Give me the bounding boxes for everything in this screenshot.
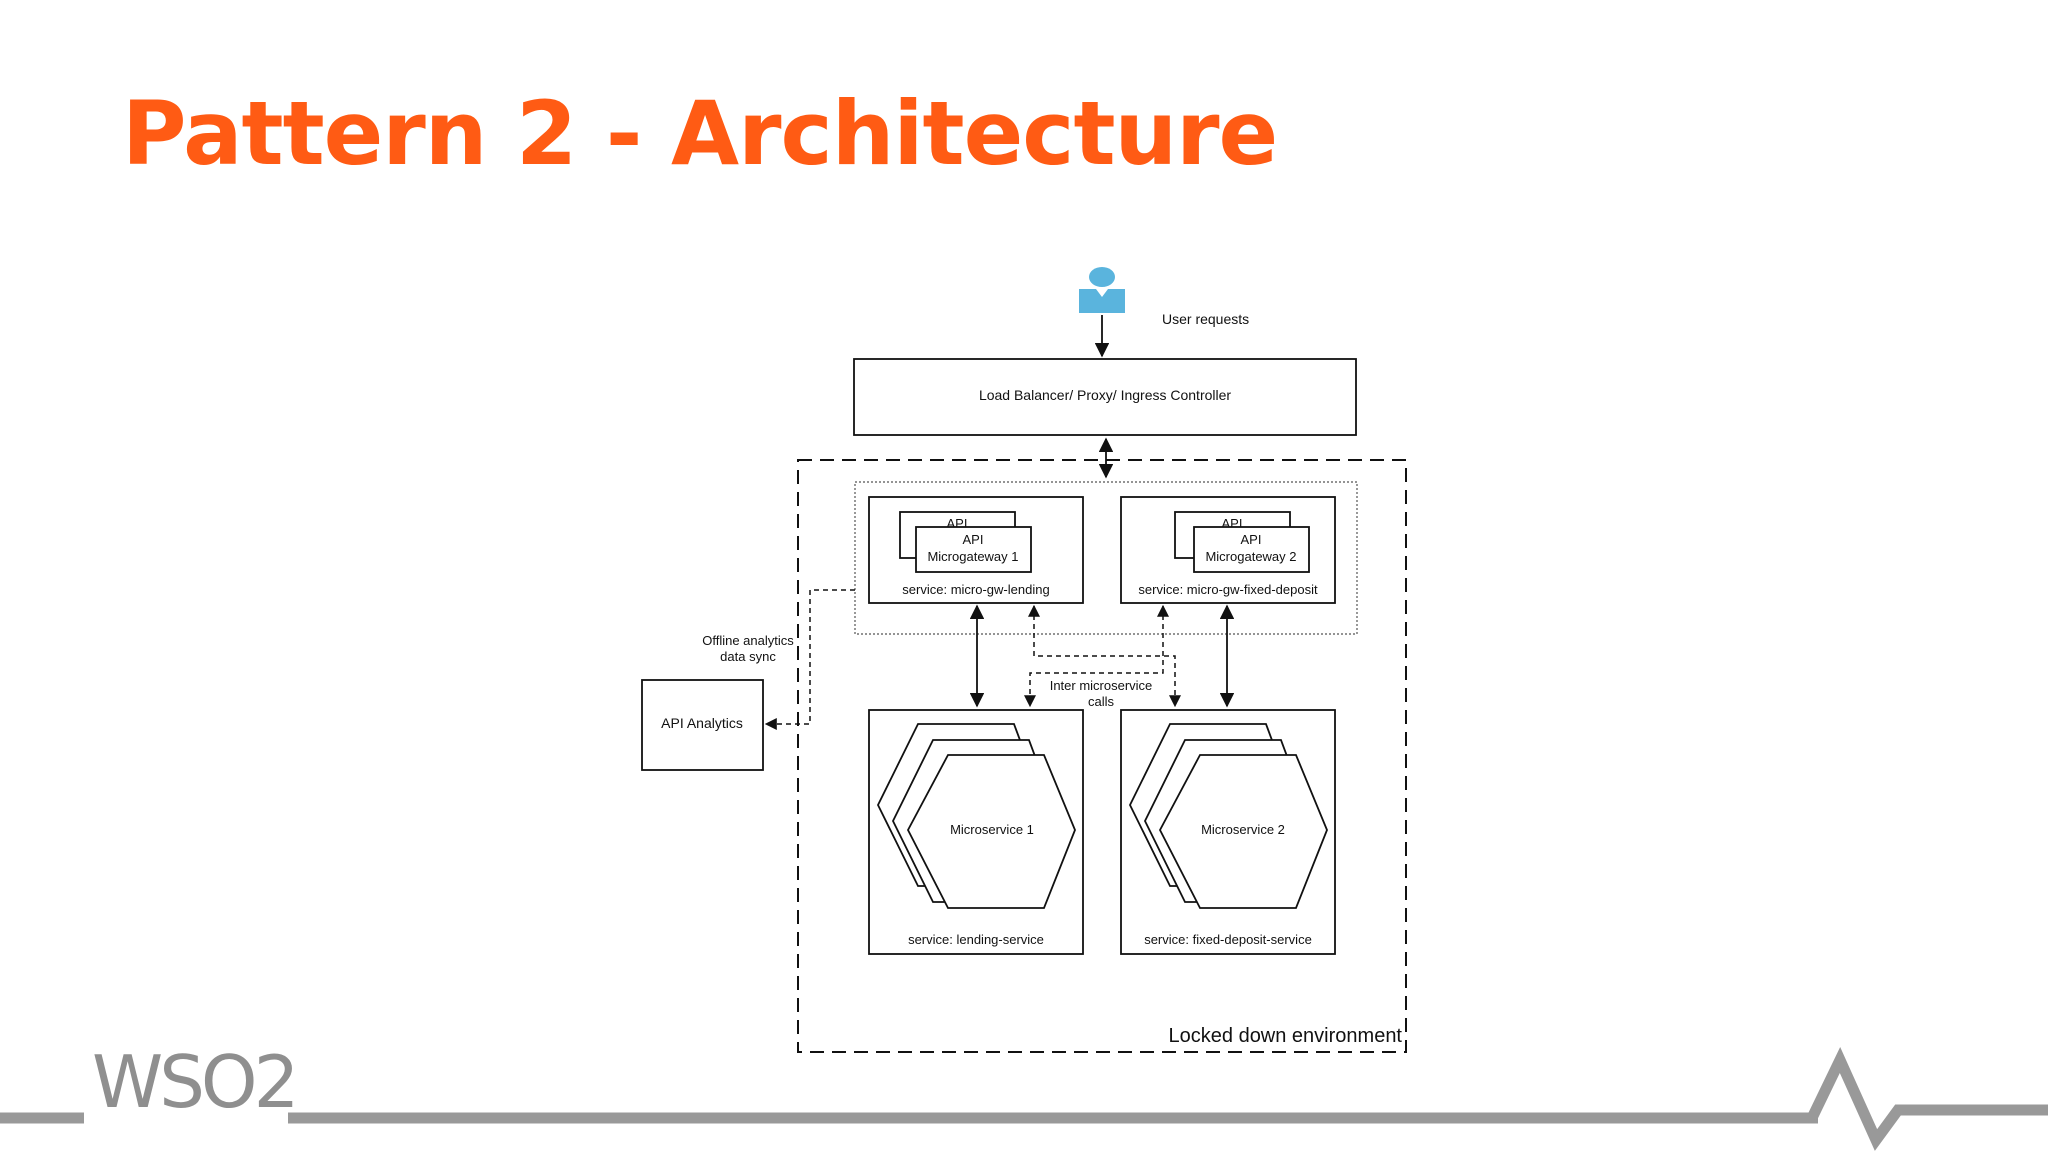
microservice-2-box: Microservice 2 service: fixed-deposit-se… <box>1120 709 1336 955</box>
api-analytics-box: API Analytics <box>641 679 764 771</box>
inter-calls-line2: calls <box>1088 694 1115 709</box>
microservice-1-label: Microservice 1 <box>950 822 1034 837</box>
inter-calls-line1: Inter microservice <box>1050 678 1153 693</box>
footer: WSO2 <box>0 1040 2048 1151</box>
microgateway-2-label-line2: Microgateway 2 <box>1205 549 1296 564</box>
offline-sync-line1: Offline analytics <box>702 633 794 648</box>
environment-label: Locked down environment <box>1169 1025 1403 1047</box>
microgateway-2-label-line1: API <box>1241 532 1262 547</box>
load-balancer-label: Load Balancer/ Proxy/ Ingress Controller <box>979 387 1231 403</box>
microgateway-1-service: service: micro-gw-lending <box>902 582 1049 597</box>
microgateway-2-box: API API Microgateway 2 service: micro-gw… <box>1120 496 1336 604</box>
microservice-2-service: service: fixed-deposit-service <box>1144 932 1312 947</box>
locked-down-environment: Locked down environment <box>797 459 1407 1053</box>
microgateway-1-label-line2: Microgateway 1 <box>927 549 1018 564</box>
api-analytics-label: API Analytics <box>661 715 743 731</box>
inter-call-ms2-ms1 <box>1024 604 1169 708</box>
microgateway-1-box: API API Microgateway 1 service: micro-gw… <box>868 496 1084 604</box>
user-requests-label: User requests <box>1162 311 1249 327</box>
microgateway-1-label-line1: API <box>963 532 984 547</box>
microservice-1-service: service: lending-service <box>908 932 1044 947</box>
slide-title: Pattern 2 - Architecture <box>122 82 1278 185</box>
offline-analytics-sync-arrow <box>764 589 855 730</box>
microservice-1-box: Microservice 1 service: lending-service <box>868 709 1084 955</box>
microgateway-2-service: service: micro-gw-fixed-deposit <box>1138 582 1318 597</box>
wso2-logo: WSO2 <box>92 1040 295 1124</box>
microservice-2-label: Microservice 2 <box>1201 822 1285 837</box>
load-balancer-box: Load Balancer/ Proxy/ Ingress Controller <box>853 358 1357 436</box>
user-icon <box>1079 267 1125 313</box>
offline-sync-line2: data sync <box>720 649 776 664</box>
